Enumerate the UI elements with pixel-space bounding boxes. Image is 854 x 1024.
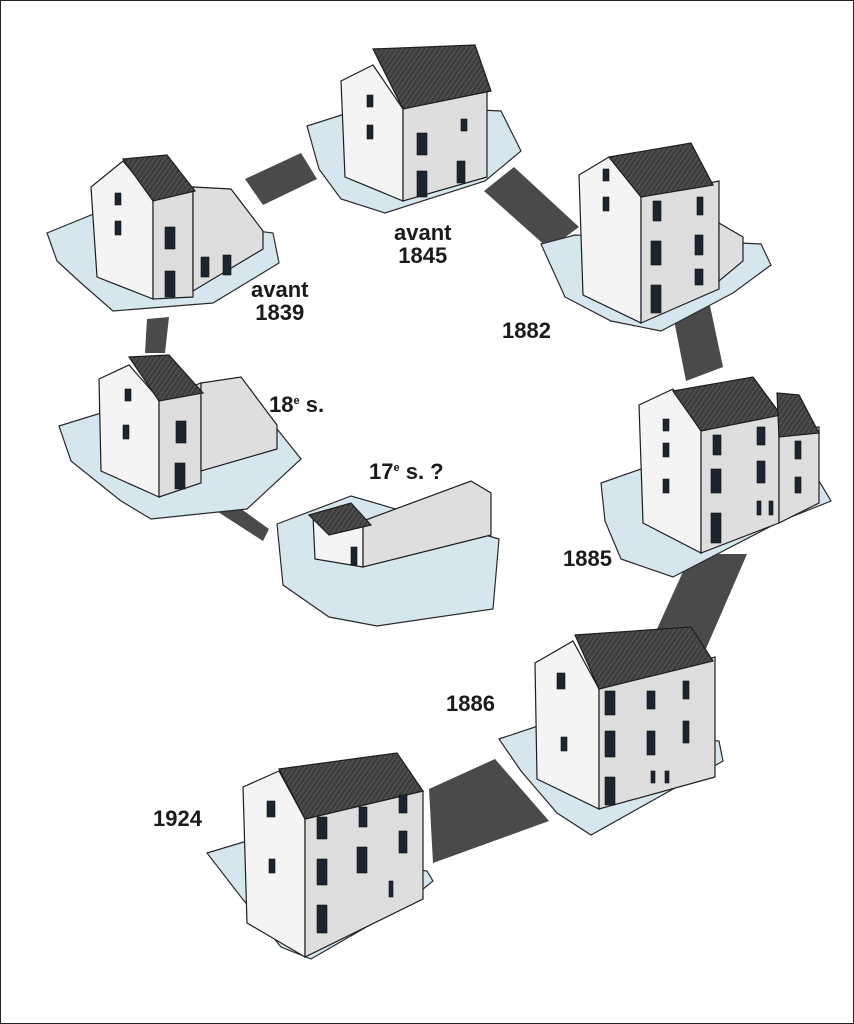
- house-1886-opening: [604, 730, 616, 758]
- house-1886-opening: [604, 776, 616, 806]
- timeline-ring: [145, 153, 747, 863]
- house-1882-roof: [607, 142, 714, 198]
- house-1885-opening: [768, 500, 774, 516]
- house-avant-1845-opening: [460, 118, 468, 132]
- house-avant-1839: [46, 154, 280, 312]
- house-1886-opening: [560, 736, 568, 752]
- house-18e-siecle-opening: [175, 420, 187, 444]
- house-1924-opening: [398, 830, 408, 854]
- house-avant-1839-opening: [114, 220, 122, 236]
- house-1885-opening: [712, 434, 722, 456]
- house-1924-opening: [316, 904, 328, 934]
- ring-segment-2: [484, 167, 579, 249]
- house-1885-opening: [662, 418, 670, 432]
- label-1924: 1924: [153, 806, 202, 831]
- house-1882-wall: [718, 221, 744, 283]
- house-1886-opening: [646, 730, 656, 756]
- house-1885-opening: [756, 500, 762, 516]
- house-1924-opening: [388, 880, 394, 898]
- house-avant-1839-opening: [200, 256, 210, 278]
- house-1886-opening: [682, 680, 690, 700]
- house-1924-roof: [278, 752, 424, 820]
- house-1885-opening: [710, 468, 722, 494]
- house-1886-roof: [574, 626, 714, 690]
- houses-layer: [46, 44, 832, 960]
- house-avant-1839-opening: [114, 192, 122, 206]
- house-18e-siecle-opening: [124, 388, 132, 402]
- house-18e-siecle: [58, 354, 302, 520]
- house-1882-opening: [696, 196, 704, 216]
- house-1882-opening: [652, 200, 662, 222]
- house-1924: [205, 752, 434, 960]
- label-1885: 1885: [563, 546, 612, 571]
- house-avant-1839-opening: [164, 270, 176, 298]
- house-avant-1845-opening: [366, 124, 374, 140]
- house-1882-opening: [602, 196, 610, 212]
- house-1885-opening: [710, 512, 722, 544]
- house-1886-opening: [682, 720, 690, 744]
- label-avant-1839: avant 1839: [251, 277, 309, 325]
- house-1885-opening: [662, 478, 670, 494]
- label-18e-siecle: 18e s.: [269, 392, 325, 417]
- house-17e-siecle: [276, 480, 500, 627]
- house-1886: [498, 626, 724, 836]
- house-18e-siecle-opening: [122, 424, 130, 440]
- house-avant-1839-opening: [222, 254, 232, 276]
- ring-segment-6: [145, 317, 169, 353]
- house-avant-1845-opening: [416, 170, 428, 198]
- ring-segment-5: [429, 759, 549, 863]
- house-avant-1845-opening: [366, 94, 374, 108]
- house-1885-opening: [662, 442, 670, 458]
- house-1882-opening: [602, 168, 610, 182]
- ring-segment-3: [673, 301, 723, 381]
- house-1882-opening: [650, 240, 662, 266]
- house-1924-opening: [358, 806, 368, 828]
- house-1924-opening: [266, 800, 276, 818]
- house-17e-siecle-opening: [350, 546, 358, 566]
- house-1886-opening: [646, 690, 656, 710]
- house-1886-opening: [556, 672, 566, 690]
- house-avant-1845-opening: [416, 132, 428, 156]
- house-18e-siecle-wall: [200, 376, 278, 472]
- label-1886: 1886: [446, 691, 495, 716]
- house-18e-siecle-opening: [174, 462, 186, 490]
- house-1885-opening: [756, 426, 766, 446]
- house-1886-opening: [604, 690, 616, 716]
- house-1886-opening: [664, 770, 670, 784]
- house-1882: [540, 142, 772, 332]
- ring-segment-1: [245, 153, 317, 205]
- house-avant-1839-opening: [164, 226, 176, 250]
- house-1885: [600, 376, 832, 578]
- house-17e-siecle-wall: [362, 480, 492, 568]
- house-1924-opening: [316, 816, 328, 840]
- house-1924-opening: [356, 846, 368, 874]
- house-1924-opening: [268, 858, 276, 874]
- house-avant-1845-opening: [456, 160, 466, 184]
- house-18e-siecle-roof: [127, 354, 205, 402]
- house-avant-1839-wall: [192, 186, 264, 293]
- label-avant-1845: avant 1845: [394, 220, 452, 268]
- house-1882-opening: [650, 284, 662, 314]
- label-1882: 1882: [502, 318, 551, 343]
- ring-segment-4: [657, 554, 747, 651]
- house-1885-opening: [794, 476, 802, 494]
- house-1882-opening: [694, 234, 704, 256]
- house-avant-1845-roof: [372, 44, 492, 110]
- house-1885-roof: [776, 392, 820, 438]
- house-1885-opening: [794, 440, 802, 460]
- house-1924-opening: [316, 858, 328, 886]
- label-17e-siecle: 17e s. ?: [369, 459, 444, 484]
- house-1924-opening: [398, 794, 408, 814]
- house-1885-opening: [756, 460, 766, 484]
- house-avant-1845: [306, 44, 522, 214]
- house-1882-opening: [694, 268, 704, 286]
- house-17e-siecle-roof: [307, 502, 373, 536]
- house-1886-opening: [650, 770, 656, 784]
- house-avant-1839-roof: [121, 154, 197, 202]
